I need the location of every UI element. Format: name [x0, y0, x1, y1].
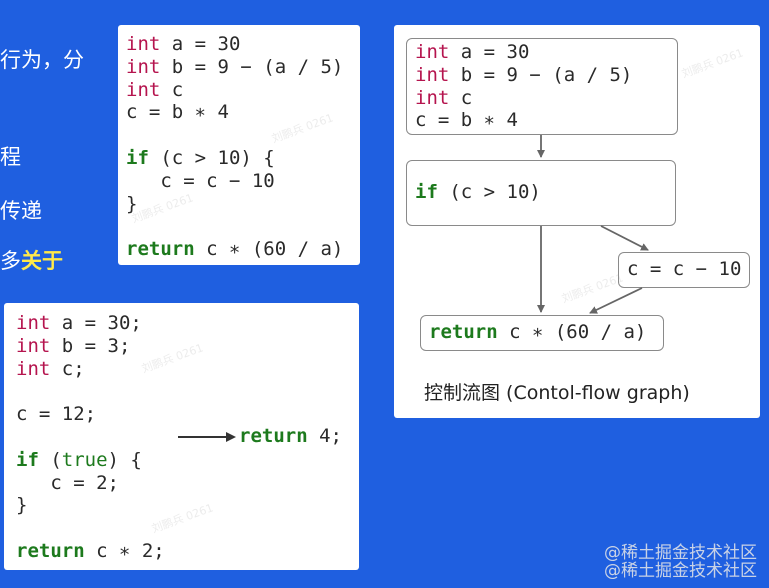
code-text: c = b ∗ 4: [415, 109, 518, 132]
code-text: c ∗ 2;: [84, 539, 165, 562]
code-line: int c: [415, 87, 632, 110]
code-line: [126, 215, 343, 238]
slide-text-fragment-1: 行为，分: [0, 48, 84, 72]
code-line: return c ∗ (60 / a): [126, 238, 343, 261]
code-text: a = 30: [160, 33, 241, 55]
code-text: }: [126, 192, 138, 215]
code-text: a = 30: [449, 41, 530, 63]
code-line: c = b ∗ 4: [415, 109, 632, 132]
cfg-return-keyword: return: [429, 321, 498, 343]
result-value: 4;: [307, 425, 342, 447]
code-line: int a = 30: [126, 33, 343, 56]
code-line: int b = 9 − (a / 5): [126, 56, 343, 79]
code-text: }: [16, 494, 28, 517]
cfg-caption: 控制流图 (Contol-flow graph): [424, 382, 690, 404]
code-text: c = c − 10: [126, 169, 275, 192]
code-text: b = 3;: [50, 334, 131, 357]
code-line: c = c − 10: [126, 170, 343, 193]
code-text: c: [449, 86, 473, 109]
cfg-block-3: c = c − 10: [618, 252, 750, 288]
cfg-edge-2-3: [600, 225, 649, 251]
code-line: [16, 380, 165, 403]
code-keyword: int: [16, 334, 51, 357]
code-line: c = 2;: [16, 472, 165, 495]
folded-code-panel: int a = 30;int b = 3;int c;c = 12;if (tr…: [4, 303, 359, 570]
code-keyword: int: [415, 41, 450, 63]
code-keyword: int: [16, 357, 51, 380]
slide-text-fragment-4: 多关于: [0, 245, 63, 275]
code-literal: true: [61, 448, 108, 471]
slide-text-highlight: 关于: [21, 249, 63, 273]
code-line: int b = 3;: [16, 335, 165, 358]
code-keyword: int: [415, 63, 450, 86]
code-line: }: [126, 193, 343, 216]
code-text: ) {: [107, 448, 142, 471]
code-keyword: int: [126, 33, 161, 55]
cfg-edge-3-4: [589, 287, 643, 314]
code-text: (c > 10) {: [148, 146, 275, 169]
slide-text-fragment-3: 传递: [0, 199, 42, 223]
cfg-assign: c = c − 10: [627, 258, 742, 280]
code-text: (: [38, 448, 62, 471]
code-text: b = 9 − (a / 5): [160, 55, 344, 78]
code-text: a = 30;: [50, 312, 142, 334]
code-keyword: int: [415, 86, 450, 109]
code-keyword: return: [126, 238, 195, 261]
cfg-block-3-code: c = c − 10: [627, 258, 741, 281]
cfg-block-4: return c ∗ (60 / a): [420, 315, 664, 351]
code-line: }: [16, 494, 165, 517]
cfg-if-condition: (c > 10): [437, 181, 541, 203]
cfg-block-2-code: if (c > 10): [415, 181, 541, 204]
fold-arrow: [178, 432, 236, 442]
brand-watermark: @稀土掘金技术社区 @稀土掘金技术社区: [604, 544, 757, 580]
slide-text-plain: 多: [0, 249, 21, 273]
cfg-return-expr: c ∗ (60 / a): [497, 321, 647, 343]
cfg-if-keyword: if: [415, 181, 438, 203]
code-keyword: if: [126, 146, 149, 169]
code-keyword: int: [126, 78, 161, 101]
code-line: if (true) {: [16, 449, 165, 472]
code-text: b = 9 − (a / 5): [449, 63, 633, 86]
folded-code: int a = 30;int b = 3;int c;c = 12;if (tr…: [16, 312, 165, 563]
code-keyword: int: [16, 312, 51, 334]
result-keyword: return: [239, 425, 308, 447]
code-line: int c: [126, 79, 343, 102]
code-text: c = b ∗ 4: [126, 101, 229, 124]
code-keyword: return: [16, 539, 85, 562]
code-text: c = 2;: [16, 471, 119, 494]
code-line: [16, 517, 165, 540]
code-line: c = b ∗ 4: [126, 101, 343, 124]
code-line: [16, 426, 165, 449]
code-line: if (c > 10) {: [126, 147, 343, 170]
folded-result: return 4;: [239, 425, 342, 447]
code-line: int a = 30: [415, 41, 632, 64]
code-line: int b = 9 − (a / 5): [415, 64, 632, 87]
slide-text-fragment-2: 程: [0, 145, 21, 169]
brand-line-2: @稀土掘金技术社区: [604, 561, 757, 581]
code-keyword: if: [16, 448, 39, 471]
code-text: c: [160, 78, 184, 101]
cfg-block-4-code: return c ∗ (60 / a): [429, 321, 646, 344]
code-line: int c;: [16, 358, 165, 381]
code-text: c;: [50, 357, 85, 380]
code-line: int a = 30;: [16, 312, 165, 335]
cfg-edges: [537, 135, 649, 314]
brand-line-1: @稀土掘金技术社区: [604, 543, 757, 563]
code-text: c ∗ (60 / a): [194, 238, 344, 261]
code-keyword: int: [126, 55, 161, 78]
cfg-block-2: if (c > 10): [406, 160, 676, 226]
code-text: c = 12;: [16, 403, 97, 426]
code-line: c = 12;: [16, 403, 165, 426]
code-line: return c ∗ 2;: [16, 540, 165, 563]
